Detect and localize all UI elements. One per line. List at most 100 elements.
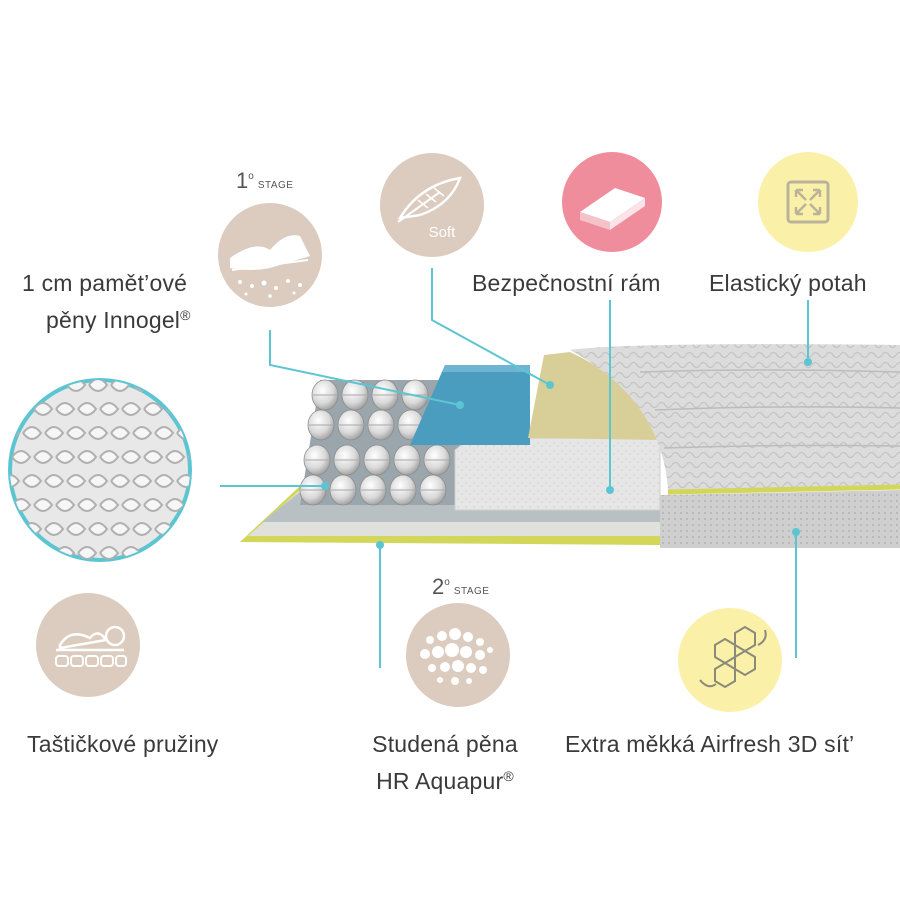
closeup-coil xyxy=(22,474,43,488)
stage-2-ordinal: o xyxy=(444,577,450,588)
foam-bubble xyxy=(437,631,447,641)
cover-quilt-line xyxy=(639,369,900,373)
soft-badge-label: Soft xyxy=(429,224,457,241)
cold-foam-label-line2: HR Aquapur® xyxy=(345,761,545,797)
closeup-coil xyxy=(33,546,54,560)
foam-bubble xyxy=(449,628,461,640)
memory-foam-icon xyxy=(218,203,322,307)
foam-bubble xyxy=(445,643,459,657)
honeycomb-icon xyxy=(678,608,782,712)
cover-quilt-line xyxy=(654,406,900,411)
closeup-coil xyxy=(44,426,65,440)
stage-1-mark: 1oSTAGE xyxy=(236,168,293,194)
closeup-coil xyxy=(154,426,175,440)
elastic-cover-top xyxy=(570,344,900,490)
stage-2-number: 2 xyxy=(432,574,445,599)
closeup-coil xyxy=(121,450,142,464)
cover-yellow-piping xyxy=(667,484,900,495)
closeup-coil xyxy=(210,403,228,415)
closeup-coil xyxy=(165,450,186,464)
leader-dot xyxy=(376,541,384,549)
leader-dot xyxy=(606,486,614,494)
memory-foam-reg-mark: ® xyxy=(180,307,191,323)
leader-dot xyxy=(792,528,800,536)
memory-foam-label-line1: 1 cm pamět’ové xyxy=(22,270,188,296)
closeup-coil xyxy=(55,450,76,464)
closeup-coil xyxy=(210,451,228,463)
memory-foam-layer xyxy=(410,365,530,445)
foam-bubble xyxy=(420,649,430,659)
leader-soft xyxy=(431,268,551,386)
closeup-coil xyxy=(88,380,109,392)
stretch-arrows-icon xyxy=(758,152,858,252)
closeup-coil xyxy=(99,450,120,464)
cold-foam-label-text: HR Aquapur xyxy=(376,768,504,794)
closeup-coil xyxy=(22,380,43,392)
closeup-coil xyxy=(154,474,175,488)
closeup-coil xyxy=(88,522,109,536)
foam-bubble xyxy=(452,660,464,672)
closeup-coil xyxy=(99,546,120,560)
closeup-coil xyxy=(99,402,120,416)
closeup-coil xyxy=(11,546,32,560)
closeup-coil xyxy=(10,474,21,488)
frame-block-icon xyxy=(562,152,662,252)
closeup-coil xyxy=(66,522,87,536)
closeup-coil xyxy=(110,474,131,488)
closeup-coil xyxy=(176,522,190,536)
closeup-coil xyxy=(99,498,120,512)
foam-bubble xyxy=(466,678,472,684)
closeup-coil xyxy=(199,475,217,487)
closeup-coil xyxy=(176,426,190,440)
airfresh-mesh-label: Extra měkká Airfresh 3D sít’ xyxy=(565,731,855,757)
closeup-coil xyxy=(187,546,190,560)
leader-dots xyxy=(321,358,812,549)
memory-foam-layer-top xyxy=(442,365,530,372)
sleeping-person-icon xyxy=(36,593,140,697)
foam-bubble xyxy=(426,636,434,644)
closeup-coil xyxy=(11,402,32,416)
closeup-coil xyxy=(10,380,21,392)
foam-bubble xyxy=(466,663,476,673)
closeup-coil xyxy=(77,450,98,464)
foam-bubble xyxy=(479,666,487,674)
safety-frame-block xyxy=(454,437,661,511)
foam-bubble xyxy=(463,632,473,642)
closeup-coil xyxy=(66,474,87,488)
stage-1-ordinal: o xyxy=(248,171,254,182)
closeup-coil xyxy=(55,498,76,512)
leader-dot xyxy=(456,401,464,409)
foam-bubble xyxy=(428,664,436,672)
closeup-coil xyxy=(33,450,54,464)
cover-quilt-line xyxy=(663,444,900,449)
mattress-cross-section xyxy=(240,344,900,548)
closeup-coil xyxy=(10,522,21,536)
spring-tray xyxy=(300,380,460,505)
closeup-coil xyxy=(22,426,43,440)
bubbles-icon xyxy=(406,603,510,707)
closeup-coil xyxy=(88,426,109,440)
closeup-coil xyxy=(121,402,142,416)
closeup-coil xyxy=(33,498,54,512)
spring-closeup xyxy=(8,378,228,562)
leader-dot xyxy=(321,482,329,490)
foam-bubble xyxy=(475,650,485,660)
pocket-springs-label: Taštičkové pružiny xyxy=(27,731,219,757)
closeup-coil xyxy=(44,474,65,488)
safety-frame-label: Bezpečnostní rám xyxy=(472,270,661,296)
closeup-coil xyxy=(187,402,190,416)
cold-foam-label-line1: Studená pěna xyxy=(372,731,518,757)
closeup-coil xyxy=(132,474,153,488)
closeup-coil xyxy=(143,498,164,512)
foam-bubble xyxy=(476,638,484,646)
foam-bubble xyxy=(440,662,450,672)
closeup-coil xyxy=(210,499,228,511)
elastic-cover-label: Elastický potah xyxy=(709,270,867,296)
leader-dot xyxy=(804,358,812,366)
closeup-coil xyxy=(55,402,76,416)
memory-foam-label-text: pěny Innogel xyxy=(46,307,181,333)
stage-1-word: STAGE xyxy=(257,180,294,191)
closeup-coil xyxy=(143,450,164,464)
closeup-coil xyxy=(176,380,190,392)
